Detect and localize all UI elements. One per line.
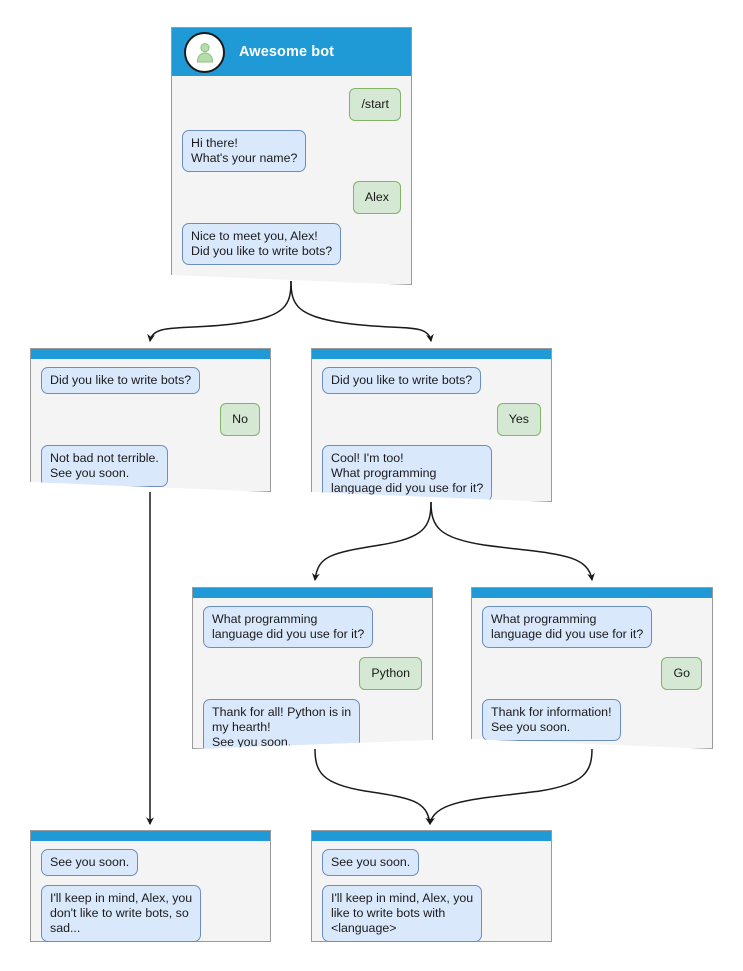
node-header-bar xyxy=(312,831,551,841)
node-header-bar xyxy=(312,349,551,359)
node-header-bar xyxy=(31,831,270,841)
bot-message-bubble: Hi there! What's your name? xyxy=(182,130,306,172)
message-row: No xyxy=(41,403,260,436)
message-row: Not bad not terrible. See you soon. xyxy=(41,445,260,487)
bot-message-bubble: Did you like to write bots? xyxy=(322,367,481,394)
user-message-bubble: Go xyxy=(661,657,702,690)
message-row: What programming language did you use fo… xyxy=(482,606,702,648)
message-row: Yes xyxy=(322,403,541,436)
message-row: Alex xyxy=(182,181,401,214)
bot-message-bubble: Cool! I'm too! What programming language… xyxy=(322,445,492,502)
bot-message-bubble: I'll keep in mind, Alex, you like to wri… xyxy=(322,885,483,942)
user-message-bubble: Alex xyxy=(353,181,401,214)
message-row: See you soon. xyxy=(41,849,260,876)
user-message-bubble: No xyxy=(220,403,260,436)
user-message-bubble: /start xyxy=(349,88,401,121)
message-row: Thank for all! Python is in my hearth! S… xyxy=(203,699,422,756)
bot-message-bubble: What programming language did you use fo… xyxy=(203,606,373,648)
end-happy-message-list: See you soon. I'll keep in mind, Alex, y… xyxy=(312,841,551,954)
message-row: Thank for information! See you soon. xyxy=(482,699,702,741)
message-row: See you soon. xyxy=(322,849,541,876)
node-go-branch[interactable]: What programming language did you use fo… xyxy=(471,587,713,749)
node-end-happy[interactable]: See you soon. I'll keep in mind, Alex, y… xyxy=(311,830,552,942)
user-avatar-icon xyxy=(184,32,225,73)
python-branch-message-list: What programming language did you use fo… xyxy=(193,598,432,768)
bot-message-bubble: Thank for all! Python is in my hearth! S… xyxy=(203,699,360,756)
message-row: Hi there! What's your name? xyxy=(182,130,401,172)
root-header-title: Awesome bot xyxy=(239,44,335,60)
node-root[interactable]: Awesome bot /start Hi there! What's your… xyxy=(171,27,412,285)
root-message-list: /start Hi there! What's your name? Alex … xyxy=(172,76,411,277)
message-row: Did you like to write bots? xyxy=(322,367,541,394)
root-header-bar: Awesome bot xyxy=(172,28,411,76)
node-header-bar xyxy=(472,588,712,598)
bot-message-bubble: See you soon. xyxy=(322,849,420,876)
bot-message-bubble: What programming language did you use fo… xyxy=(482,606,652,648)
edge-yes-to-python xyxy=(311,501,432,582)
edge-python-to-end-happy xyxy=(314,748,434,826)
no-branch-message-list: Did you like to write bots? No Not bad n… xyxy=(31,359,270,499)
message-row: Did you like to write bots? xyxy=(41,367,260,394)
message-row: What programming language did you use fo… xyxy=(203,606,422,648)
node-end-sad[interactable]: See you soon. I'll keep in mind, Alex, y… xyxy=(30,830,271,942)
edge-yes-to-go xyxy=(430,501,595,582)
bot-message-bubble: I'll keep in mind, Alex, you don't like … xyxy=(41,885,202,942)
node-no-branch[interactable]: Did you like to write bots? No Not bad n… xyxy=(30,348,271,492)
yes-branch-message-list: Did you like to write bots? Yes Cool! I'… xyxy=(312,359,551,514)
message-row: /start xyxy=(182,88,401,121)
bot-message-bubble: Thank for information! See you soon. xyxy=(482,699,621,741)
bot-message-bubble: Not bad not terrible. See you soon. xyxy=(41,445,168,487)
bot-message-bubble: See you soon. xyxy=(41,849,139,876)
node-python-branch[interactable]: What programming language did you use fo… xyxy=(192,587,433,749)
message-row: Cool! I'm too! What programming language… xyxy=(322,445,541,502)
go-branch-message-list: What programming language did you use fo… xyxy=(472,598,712,753)
user-message-bubble: Python xyxy=(359,657,422,690)
message-row: Go xyxy=(482,657,702,690)
edge-root-to-yes xyxy=(290,280,434,343)
bot-message-bubble: Nice to meet you, Alex! Did you like to … xyxy=(182,223,341,265)
user-message-bubble: Yes xyxy=(497,403,541,436)
end-sad-message-list: See you soon. I'll keep in mind, Alex, y… xyxy=(31,841,270,954)
node-header-bar xyxy=(31,349,270,359)
message-row: Nice to meet you, Alex! Did you like to … xyxy=(182,223,401,265)
message-row: Python xyxy=(203,657,422,690)
edge-root-to-no xyxy=(147,280,292,343)
node-yes-branch[interactable]: Did you like to write bots? Yes Cool! I'… xyxy=(311,348,552,502)
message-row: I'll keep in mind, Alex, you like to wri… xyxy=(322,885,541,942)
bot-message-bubble: Did you like to write bots? xyxy=(41,367,200,394)
node-header-bar xyxy=(193,588,432,598)
message-row: I'll keep in mind, Alex, you don't like … xyxy=(41,885,260,942)
edge-go-to-end-happy xyxy=(427,748,593,826)
